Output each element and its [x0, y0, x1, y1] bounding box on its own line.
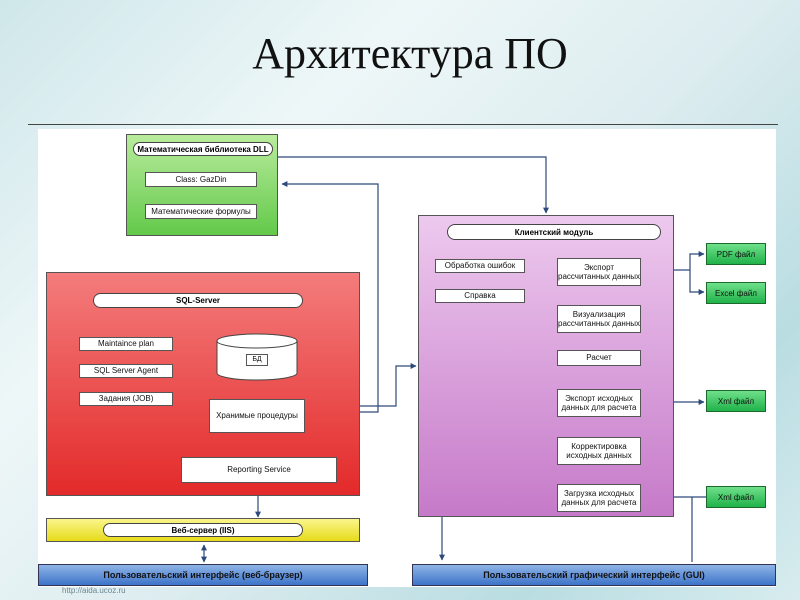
correction-box: Корректировка исходных данных — [557, 437, 641, 465]
class-gazdin-box: Class: GazDin — [145, 172, 257, 187]
math-formulas-box: Математические формулы — [145, 204, 257, 219]
gui-bar: Пользовательский графический интерфейс (… — [412, 564, 776, 586]
sql-server-panel: SQL-Server Maintaince plan SQL Server Ag… — [46, 272, 360, 496]
calc-box: Расчет — [557, 350, 641, 366]
watermark-url: http://aida.ucoz.ru — [62, 586, 126, 595]
title-divider — [28, 124, 778, 125]
web-server-panel: Веб-сервер (IIS) — [46, 518, 360, 542]
slide-title: Архитектура ПО — [252, 29, 568, 78]
web-ui-bar: Пользовательский интерфейс (веб-браузер) — [38, 564, 368, 586]
xml-export-file-box: Xml файл — [706, 390, 766, 412]
export-input-box: Экспорт исходных данных для расчета — [557, 389, 641, 417]
pdf-file-box: PDF файл — [706, 243, 766, 265]
xml-import-file-box: Xml файл — [706, 486, 766, 508]
visualization-box: Визуализация рассчитанных данных — [557, 305, 641, 333]
load-input-box: Загрузка исходных данных для расчета — [557, 484, 641, 512]
stored-procedures-box: Хранимые процедуры — [209, 399, 305, 433]
jobs-box: Задания (JOB) — [79, 392, 173, 406]
db-label: БД — [246, 354, 268, 366]
maintenance-plan-box: Maintaince plan — [79, 337, 173, 351]
export-calc-box: Экспорт рассчитанных данных — [557, 258, 641, 286]
excel-file-box: Excel файл — [706, 282, 766, 304]
math-library-panel: Математическая библиотека DLL Class: Gaz… — [126, 134, 278, 236]
sql-server-agent-box: SQL Server Agent — [79, 364, 173, 378]
help-box: Справка — [435, 289, 525, 303]
reporting-service-box: Reporting Service — [181, 457, 337, 483]
math-library-title: Математическая библиотека DLL — [133, 142, 273, 156]
web-server-title: Веб-сервер (IIS) — [103, 523, 303, 537]
client-module-title: Клиентский модуль — [447, 224, 661, 240]
error-handling-box: Обработка ошибок — [435, 259, 525, 273]
client-module-panel: Клиентский модуль Обработка ошибок Справ… — [418, 215, 674, 517]
sql-server-title: SQL-Server — [93, 293, 303, 308]
